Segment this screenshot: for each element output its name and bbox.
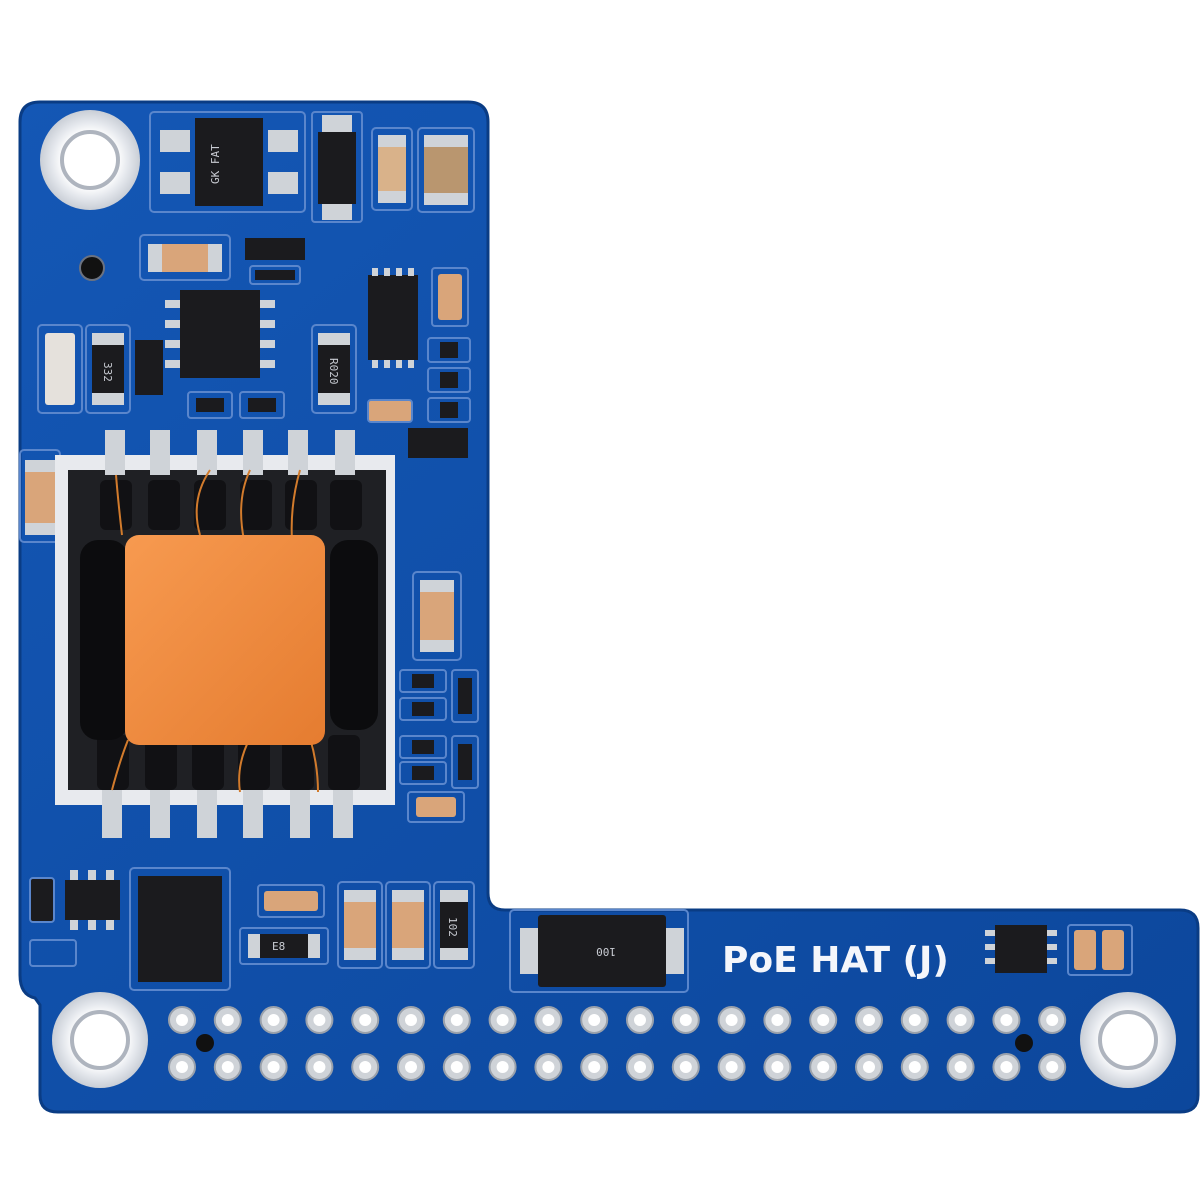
small-passives-grid [399,669,479,823]
capacitor-left [37,324,83,414]
passives-column-right [427,267,471,423]
gpio-pin-hole [450,1014,463,1026]
resistor-array-right [440,342,458,418]
gpio-pin-hole [542,1014,555,1026]
svg-text:GK FAT: GK FAT [209,144,222,184]
small-cap-bottom-right [416,797,456,817]
diode-bottom: 100 [509,909,689,993]
gpio-pin-hole [817,1061,830,1073]
gpio-pin-hole [496,1061,509,1073]
capacitor-bottom-2 [385,881,431,969]
gpio-pin-hole [313,1014,326,1026]
gpio-pin-hole [405,1014,417,1026]
gpio-pin-hole [221,1014,234,1026]
gpio-pin-hole [450,1061,463,1073]
capacitor-top-1 [371,127,413,211]
small-ic-right [408,428,468,458]
gpio-pin-hole [679,1014,692,1026]
capacitor-bottom-1 [337,881,383,969]
via-hole [79,255,105,281]
gpio-pin-hole [496,1014,509,1026]
resistor-r020-marking: R020 [327,358,340,385]
gpio-pin-hole [221,1061,234,1073]
mounting-hole-bottom-left [52,992,148,1088]
diode-bottom-marking: 100 [596,945,616,958]
gpio-pin-hole [908,1014,921,1026]
gpio-pin-hole [267,1014,280,1026]
mounting-hole-bottom-right [1080,992,1176,1088]
resistor-e8: E8 [239,927,329,965]
gpio-pin-hole [267,1061,280,1073]
gpio-pin-hole [634,1061,646,1073]
gpio-pin-hole [588,1014,601,1026]
small-part-left-2 [29,939,77,967]
small-cap-mid [367,399,413,423]
gpio-pin-hole [863,1061,875,1073]
small-part-left [29,877,55,923]
gpio-pin-hole [1046,1014,1059,1026]
gpio-pin-hole [954,1061,967,1073]
fiducial-mark [1015,1034,1033,1052]
small-qfn-ic [368,268,418,368]
small-resistors-row [187,391,285,419]
product-silkscreen-label: PoE HAT (J) [722,940,949,981]
gpio-pin-hole [359,1061,372,1073]
resistor-332: 332 [85,324,131,414]
transformer [55,430,395,838]
gpio-pin-hole [405,1061,417,1073]
fiducial-mark [196,1034,214,1052]
sot23-6 [65,870,120,930]
gpio-pin-hole [313,1061,326,1073]
gpio-pin-hole [725,1061,738,1073]
capacitor-top-2 [417,127,475,213]
capacitor-right-mid [412,571,462,661]
gpio-pin-hole [176,1014,188,1026]
small-caps-bottom-right [1067,924,1133,976]
capacitor-bottom-h [257,884,325,918]
capacitor-left-mid [19,449,61,543]
resistor-332-marking: 332 [101,362,114,382]
mounting-hole-top-left [40,110,140,210]
soic8-ic [165,290,275,378]
small-component [135,340,163,395]
gpio-pin-hole [725,1014,738,1026]
gpio-pin-hole [1046,1061,1059,1073]
gpio-pin-hole [817,1014,830,1026]
gpio-pin-hole [863,1014,875,1026]
capacitor-horizontal [139,234,231,281]
diode-top [311,111,363,223]
regulator-ic: GK FAT [149,111,306,213]
gpio-header [168,1006,1067,1081]
pcb-substrate [18,100,1200,1114]
small-passives-fill [412,674,472,780]
resistor-r020: R020 [311,324,357,414]
gpio-pin-hole [1000,1061,1013,1073]
gpio-pin-hole [954,1014,967,1026]
transformer-tape [125,535,325,745]
small-ic-bottom-right [985,925,1057,973]
gpio-pin-hole [771,1061,784,1073]
gpio-pin-hole [1000,1014,1013,1026]
gpio-pin-hole [542,1061,555,1073]
gpio-pin-hole [679,1061,692,1073]
gpio-pin-hole [634,1014,646,1026]
gpio-pin-hole [588,1061,601,1073]
gpio-pin-hole [771,1014,784,1026]
gpio-pin-hole [176,1061,188,1073]
resistor-102: 102 [433,881,475,969]
capacitor-small-right [438,274,462,320]
mosfet-package [129,867,231,991]
sot-component [245,238,305,285]
resistor-102-marking: 102 [446,917,459,937]
resistor-e8-marking: E8 [272,940,285,953]
gpio-pin-hole [908,1061,921,1073]
gpio-pin-hole [359,1014,372,1026]
